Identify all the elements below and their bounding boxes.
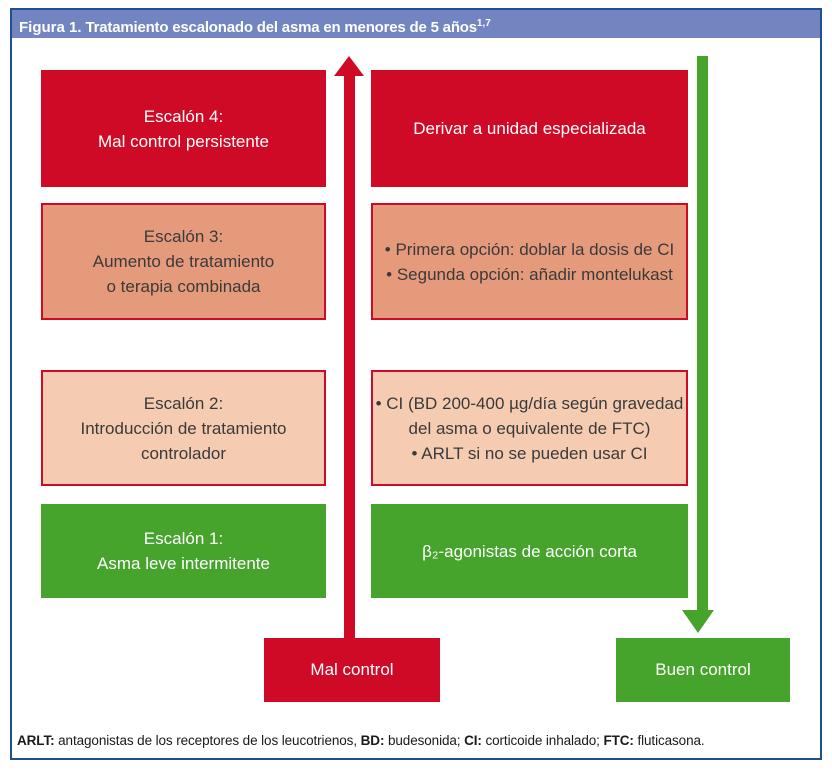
step1-title: Escalón 1: — [143, 529, 224, 548]
step4-treatment-box: Derivar a unidad especializada — [371, 70, 688, 187]
step3-subtitle-line1: Aumento de tratamiento — [92, 252, 275, 271]
step1-treatment-text: β₂-agonistas de acción corta — [422, 541, 637, 561]
good-control-label-box: Buen control — [616, 638, 790, 702]
step1-treatment-box: β₂-agonistas de acción corta — [371, 504, 688, 598]
footnote-abbr-ftc: FTC: — [603, 733, 634, 748]
bad-control-arrow-shaft — [344, 74, 355, 638]
step1-subtitle: Asma leve intermitente — [97, 554, 270, 573]
footnote-def-ftc: fluticasona. — [633, 733, 705, 748]
step3-subtitle-line2: o terapia combinada — [106, 277, 261, 296]
footnote-abbr-arlt: ARLT: — [17, 733, 55, 748]
step3-treatment-box: • Primera opción: doblar la dosis de CI … — [371, 203, 688, 320]
good-control-arrow-shaft — [697, 56, 708, 612]
step3-title: Escalón 3: — [143, 227, 224, 246]
step3-treatment-option2: • Segunda opción: añadir montelukast — [386, 264, 673, 284]
step2-treatment-line1: • CI (BD 200-400 µg/día según gravedad — [375, 393, 684, 413]
bad-control-arrow-up-icon — [334, 56, 364, 76]
figure-header: Figura 1. Tratamiento escalonado del asm… — [12, 10, 820, 38]
good-control-label: Buen control — [655, 660, 751, 679]
figure-citation-superscript: 1,7 — [476, 18, 491, 29]
step4-subtitle: Mal control persistente — [97, 131, 270, 151]
footnote-def-arlt: antagonistas de los receptores de los le… — [54, 733, 361, 748]
step3-label-box: Escalón 3: Aumento de tratamiento o tera… — [41, 203, 326, 320]
bad-control-label-box: Mal control — [264, 638, 440, 702]
step2-treatment-box: • CI (BD 200-400 µg/día según gravedad d… — [371, 370, 688, 486]
footnote-def-ci: corticoide inhalado; — [481, 733, 604, 748]
figure-title: Tratamiento escalonado del asma en menor… — [81, 19, 477, 36]
footnote-def-bd: budesonida; — [384, 733, 465, 748]
step2-treatment-line2: del asma o equivalente de FTC) — [408, 418, 651, 438]
step2-label-box: Escalón 2: Introducción de tratamiento c… — [41, 370, 326, 486]
bad-control-label: Mal control — [310, 660, 394, 679]
step3-treatment-option1: • Primera opción: doblar la dosis de CI — [384, 239, 675, 259]
step2-subtitle-line2: controlador — [140, 443, 227, 463]
good-control-arrow-down-icon — [682, 610, 714, 633]
figure-number-label: Figura 1. — [19, 19, 82, 36]
step4-title: Escalón 4: — [143, 106, 224, 126]
footnote-abbr-bd: BD: — [360, 733, 385, 748]
step4-treatment-text: Derivar a unidad especializada — [413, 119, 646, 138]
footnote-abbr-ci: CI: — [464, 733, 482, 748]
step2-treatment-line3: • ARLT si no se pueden usar CI — [411, 443, 648, 463]
step2-title: Escalón 2: — [143, 393, 224, 413]
step4-label-box: Escalón 4: Mal control persistente — [41, 70, 326, 187]
step2-subtitle-line1: Introducción de tratamiento — [80, 418, 287, 438]
abbreviations-footnote: ARLT: antagonistas de los receptores de … — [17, 733, 807, 748]
step1-label-box: Escalón 1: Asma leve intermitente — [41, 504, 326, 598]
